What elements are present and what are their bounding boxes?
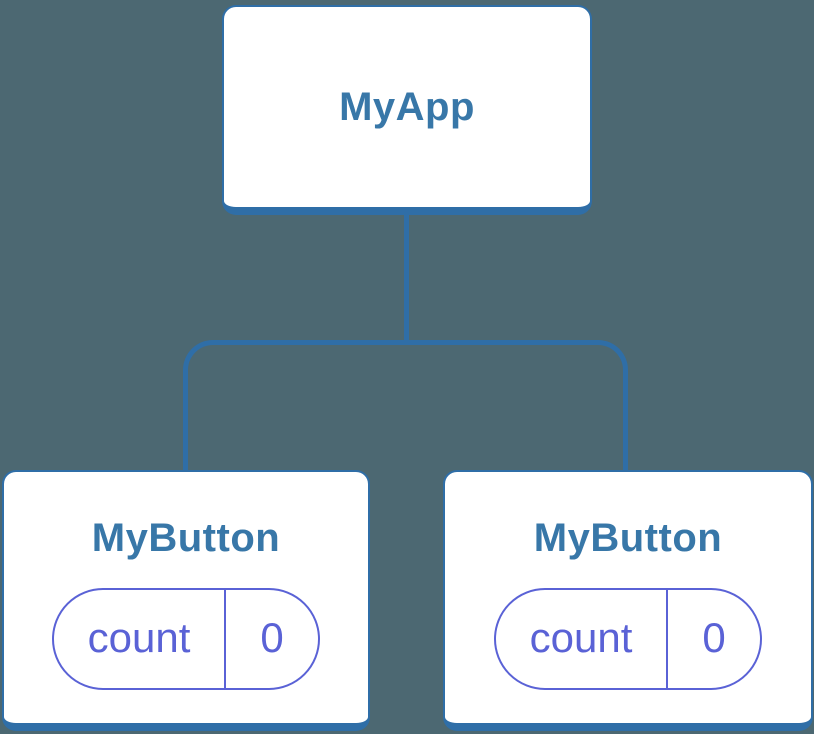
state-pill-left: count 0 bbox=[52, 588, 320, 690]
state-key-right: count bbox=[529, 614, 633, 661]
component-node-myapp: MyApp bbox=[222, 5, 592, 215]
state-key-left: count bbox=[87, 614, 191, 661]
state-value-right: 0 bbox=[666, 590, 760, 688]
component-node-mybutton-right: MyButton count 0 bbox=[443, 470, 813, 731]
connector-stem bbox=[404, 212, 409, 342]
component-label-mybutton-left: MyButton bbox=[91, 516, 281, 560]
connector-fork bbox=[183, 340, 628, 471]
component-label-mybutton-right: MyButton bbox=[533, 516, 723, 560]
state-pill-right: count 0 bbox=[494, 588, 762, 690]
state-value-left: 0 bbox=[224, 590, 318, 688]
component-node-mybutton-left: MyButton count 0 bbox=[2, 470, 370, 731]
component-label-myapp: MyApp bbox=[339, 85, 475, 129]
